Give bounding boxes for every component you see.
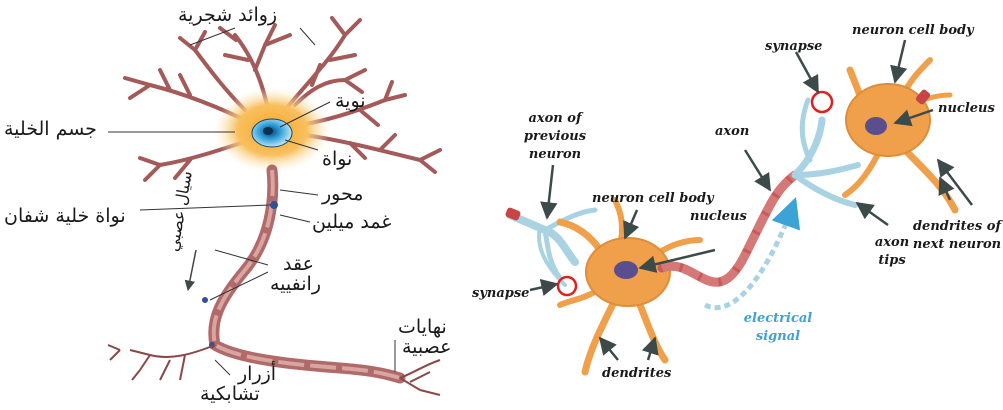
label-electrical-1: electrical	[744, 312, 812, 325]
label-next-dendrites-1: dendrites of	[913, 220, 1001, 233]
previous-axon-tips	[505, 207, 595, 285]
right-neuron-right	[795, 60, 955, 210]
label-axon-tips-1: axon	[875, 236, 909, 249]
label-synapse-bottom: synapse	[472, 287, 529, 300]
label-next-dendrites-2: next neuron	[913, 238, 1001, 251]
impulse-arrow	[188, 250, 196, 290]
label-cell-body-bottom: neuron cell body	[592, 192, 714, 205]
ranvier-dot	[202, 297, 208, 303]
label-cell-body-top: neuron cell body	[852, 24, 974, 37]
nucleus-upper	[865, 117, 887, 135]
schwann-nucleus-dot	[270, 201, 278, 209]
label-axon: axon	[715, 125, 749, 138]
label-synapse-top: synapse	[765, 40, 822, 53]
label-nucleus-top: nucleus	[938, 102, 995, 115]
label-prev-axon-1: axon of	[528, 112, 581, 125]
label-terminals-ar-1: نهايات	[398, 318, 447, 337]
label-axon-tips-2: tips	[878, 254, 905, 267]
label-nucleus-bottom: nucleus	[690, 210, 747, 223]
label-ranvier-ar-2: رانفييه	[270, 275, 321, 294]
label-electrical-2: signal	[756, 330, 800, 343]
label-cell-body-ar: جسم الخلية	[4, 120, 97, 139]
cell-body-upper	[845, 60, 955, 210]
label-axon-ar: محور	[322, 185, 363, 204]
left-neuron	[108, 18, 440, 395]
label-prev-axon-3: neuron	[529, 148, 581, 161]
synapse-circle-lower	[558, 277, 576, 295]
label-ranvier-ar-1: عقد	[283, 255, 314, 274]
label-nucleus-ar: نواة	[322, 150, 352, 169]
label-nucleolus-ar: نوية	[335, 92, 366, 111]
label-prev-axon-2: previous	[524, 130, 586, 143]
label-buttons-ar-2: تشابكية	[200, 385, 260, 404]
synapse-circle-upper	[812, 92, 832, 112]
label-buttons-ar-1: أزرار	[238, 365, 276, 384]
left-nucleolus	[263, 127, 273, 135]
label-dendrites: dendrites	[602, 367, 671, 380]
nucleus-lower	[614, 261, 638, 279]
label-terminals-ar-2: عصبية	[402, 338, 451, 357]
label-dendrites-ar: زوائد شجرية	[178, 6, 277, 25]
label-myelin-sheath-ar: غمد ميلين	[312, 213, 391, 232]
label-schwann-nucleus-ar: نواة خلية شفان	[4, 207, 126, 226]
